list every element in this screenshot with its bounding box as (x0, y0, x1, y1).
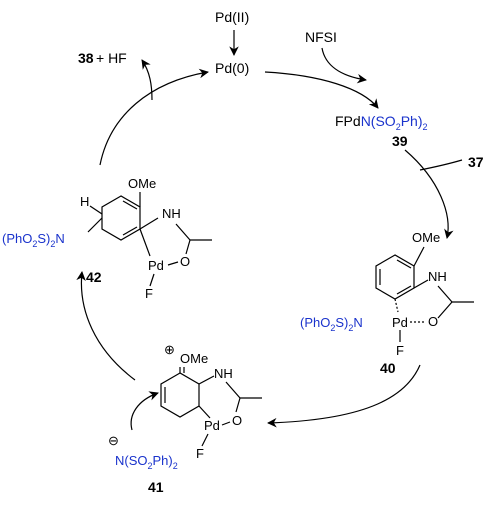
pd2-label: Pd(II) (215, 9, 249, 25)
c42-double-2 (122, 226, 138, 236)
c41-pd-f-bond (201, 433, 209, 447)
complex-41: ⊕ OMe NH O Pd F ⊖ N(SO2Ph)2 41 (108, 342, 262, 495)
c42-o: O (180, 254, 190, 269)
c42-nh-bond (139, 217, 159, 230)
reagent-37-number: 37 (468, 154, 484, 170)
c41-nh-bond (198, 375, 215, 385)
c42-nh: NH (162, 206, 181, 221)
c41-ring (160, 372, 200, 418)
c41-number: 41 (148, 479, 164, 495)
arrow-pd0-to-39 (264, 71, 379, 109)
c40-nh: NH (428, 269, 447, 284)
c41-attack-arrow (130, 391, 159, 431)
c41-minus: ⊖ (108, 433, 119, 448)
c40-ring (375, 254, 415, 300)
product-38-number: 38 (78, 50, 94, 66)
complex-42: OMe H (PhO2S)2N NH O Pd F 42 (2, 176, 212, 301)
c40-amine: (PhO2S)2N (300, 315, 363, 333)
c39-formula: FPdN(SO2Ph)2 (335, 113, 428, 132)
c41-nucleophile: N(SO2Ph)2 (115, 453, 178, 471)
c40-ome-bond (413, 246, 425, 267)
arrow-39-to-40 (404, 149, 454, 239)
c41-o: O (232, 413, 242, 428)
c42-double-1 (122, 200, 138, 210)
c40-nh-bond (413, 279, 429, 289)
c42-f: F (145, 286, 153, 301)
c40-acyl-bond (437, 285, 453, 303)
c42-number: 42 (86, 269, 102, 285)
c42-pd: Pd (148, 258, 164, 273)
c40-double-3 (396, 285, 412, 295)
c42-h: H (80, 194, 89, 209)
c42-ome: OMe (128, 176, 156, 191)
c42-h-bond (89, 205, 103, 215)
c41-f: F (196, 446, 204, 461)
c41-pd-bond (198, 405, 211, 419)
complex-39: FPdN(SO2Ph)2 39 (335, 113, 428, 149)
arrow-41-to-42 (76, 271, 136, 381)
c40-o: O (428, 314, 438, 329)
arrow-37-in (419, 159, 463, 171)
c41-nh: NH (214, 366, 233, 381)
pd0-label: Pd(0) (215, 60, 249, 76)
c42-ring (101, 195, 141, 241)
c40-f: F (396, 343, 404, 358)
nfsi-label: NFSI (305, 29, 337, 45)
c42-co-bond (185, 239, 191, 255)
c40-number: 40 (380, 360, 396, 376)
c41-pd: Pd (204, 418, 220, 433)
c40-pd: Pd (392, 315, 408, 330)
c42-pd-bond (139, 228, 151, 257)
c39-number: 39 (392, 133, 408, 149)
c41-ome: OMe (180, 351, 208, 366)
c42-n-bond (87, 217, 103, 233)
nfsi-arrow (321, 47, 367, 84)
c42-pd-o-bond (167, 261, 179, 266)
c41-plus: ⊕ (164, 342, 175, 357)
c41-co-bond (235, 397, 241, 413)
c40-co-bond (437, 301, 453, 319)
arrow-release-38 (141, 59, 153, 101)
c42-acyl-bond (175, 223, 191, 241)
c42-amine: (PhO2S)2N (2, 231, 65, 249)
c41-acyl-bond (225, 381, 241, 399)
c40-ome: OMe (412, 230, 440, 245)
c40-double-2 (396, 259, 412, 269)
complex-40: OMe NH O Pd F (PhO2S)2N 40 (300, 230, 474, 376)
arrow-42-to-pd0 (99, 68, 209, 166)
c40-pd-dash (394, 298, 399, 313)
c41-pd-o-bond (221, 421, 231, 426)
product-hf-label: + HF (96, 50, 127, 66)
c42-pd-f-bond (149, 273, 155, 287)
arrow-40-to-41 (267, 364, 421, 428)
